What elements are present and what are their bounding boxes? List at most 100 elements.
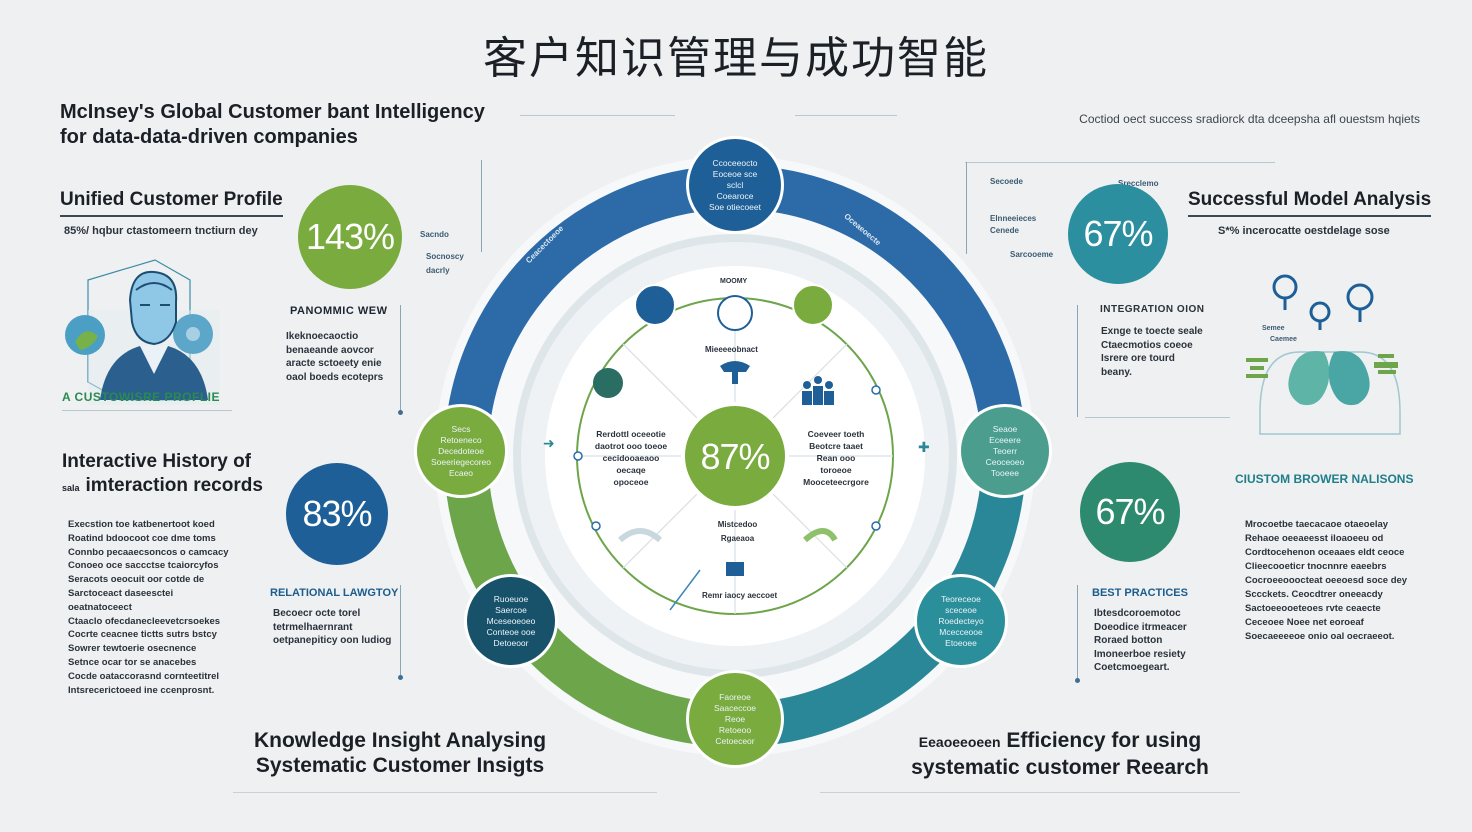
model-tag: Elnneeieces (990, 214, 1037, 223)
profile-heading: Unified Customer Profile (60, 188, 283, 217)
hand-illustration-right (802, 528, 838, 543)
customer-analysis-line: Cordtocehenon oceaaes eldt ceoce (1245, 547, 1405, 558)
node-text-line: Eceeere (989, 434, 1021, 445)
history-paragraph-line: Connbo pecaaecsoncos o camcacy (68, 546, 229, 558)
node-text-line: Etoeoee (945, 637, 977, 648)
divider-top-right (795, 115, 897, 116)
subtitle-line-2: for data-data-driven companies (60, 126, 358, 148)
center-left-line: opoceoe (613, 477, 649, 487)
node-text-line: Cetoeceor (715, 735, 755, 746)
inner-top-label: MOOMY (720, 278, 748, 285)
profile-divider (62, 410, 232, 411)
bottom-left-heading: Knowledge Insight Analysing Systematic C… (230, 728, 570, 778)
customer-analysis-label: CIUSTOM BROWER NALISONS (1235, 472, 1414, 486)
profile-tag-2: Socnoscy dacrly (426, 252, 464, 275)
relational-line: tetrmelhaernrant (273, 621, 353, 633)
node-text-line: Faoreoe (719, 691, 751, 702)
center-left-line: cecidooaeaoo oecaqe (602, 453, 660, 475)
best-practices-line: Coetcmoegeart. (1094, 662, 1170, 673)
customer-profile-illustration (65, 259, 220, 405)
node-text-line: Eoceoe sce (712, 168, 758, 179)
history-paragraph-line: Cocrte ceacnee tictts sutrs bstcy (68, 629, 217, 641)
center-left-block: Rerdottl oceeotie daotrot ooo toeoe ceci… (590, 428, 672, 488)
bottom-right-heading-line-2: systematic customer Reearch (911, 756, 1209, 779)
page-title: 客户知识管理与成功智能 (483, 33, 989, 84)
center-stat: 87% (700, 436, 770, 477)
model-line: S*% incerocatte oestdelage sose (1218, 225, 1390, 237)
node-text-line: Ruoeuoe (493, 593, 529, 604)
bottom-left-divider (233, 792, 657, 793)
inner-label-a: Mieeeeobnact (705, 345, 758, 354)
node-text-line: Mceseoeoeo (486, 615, 536, 626)
head-left (1288, 350, 1330, 406)
connector-line-3 (400, 585, 401, 677)
node-text-line: Saaceccoe (713, 702, 757, 713)
center-right-line: Mooceteecrgore (803, 477, 869, 487)
book-icon (726, 562, 744, 576)
model-heading: Successful Model Analysis (1188, 188, 1432, 217)
subtitle: McInsey's Global Customer bant Intellige… (60, 100, 485, 150)
history-heading-line-2: imteraction records (85, 475, 263, 496)
head-right (1328, 350, 1370, 406)
history-paragraph-line: Execstion toe katbenertoot koed (68, 519, 215, 530)
avatar-head (128, 270, 178, 346)
arrow-left-icon: ➜ (543, 436, 555, 452)
top-right-note: Coctiod oect success sradiorck dta dceep… (1079, 112, 1420, 126)
bottom-right-heading-line-1: Efficiency for using (1006, 729, 1202, 752)
node-text-line: Teoreceoe (941, 593, 981, 604)
history-paragraph-line: Cocde oataccorasnd cornteetitrel (68, 670, 219, 682)
customer-analysis-line: Mrocoetbe taecacaoe otaeoelay (1245, 519, 1389, 530)
bottom-left-heading-line-2: Systematic Customer Insigts (255, 754, 545, 777)
node-text-line: Roedecteyo (938, 615, 984, 626)
model-tag: Sarcooeme (1010, 250, 1054, 259)
history-paragraph-line: Sowrer tewtoerie osecnence (68, 643, 197, 655)
node-text-line: Teoerr (992, 445, 1018, 456)
illustration-tag-2: Caemee (1270, 336, 1297, 343)
integration-line: Isrere ore tourd (1101, 353, 1175, 364)
inner-node-teal (593, 368, 623, 398)
stat-circle-143: 143% (298, 185, 402, 289)
node-text-line: sceceoe (945, 604, 977, 615)
center-right-line: Rean ooo toroeoe (816, 453, 856, 475)
relational-line: oetpanepiticy oon ludiog (273, 635, 392, 646)
analysis-head-illustration (1246, 274, 1401, 435)
pin-icon (1309, 301, 1331, 323)
node-text-line: Tooeee (991, 467, 1019, 478)
panomic-label: PANOMMIC WEW (290, 305, 388, 317)
inner-node-green (792, 284, 834, 326)
stat-circle-83: 83% (286, 463, 388, 565)
best-practices-line: Doeodice itrmeacer (1094, 621, 1187, 633)
customer-analysis-line: Sactoeeooeteoes rvte ceaecte (1245, 603, 1381, 614)
model-tag: Cenede (990, 226, 1019, 235)
integration-label: INTEGRATION OION (1100, 304, 1205, 315)
node-text-line: Mcecceooe (939, 626, 983, 637)
best-practices-label: BEST PRACTICES (1092, 587, 1188, 599)
center-left-line: Rerdottl oceeotie (596, 429, 666, 439)
relational-text: Becoecr octe torel tetrmelhaernrant oetp… (273, 607, 393, 648)
connector-line-6 (1077, 585, 1078, 680)
center-right-line: Beotcre taaet (809, 441, 863, 451)
model-top-tag: Srecclemo (1118, 179, 1159, 188)
bottom-right-heading: Eeaoeeoeen Efficiency for using systemat… (900, 728, 1220, 780)
connector-line-5 (1077, 305, 1078, 417)
bottom-right-heading-line-1-wrap: Eeaoeeoeen Efficiency for using (900, 728, 1220, 755)
connector-line-4 (966, 162, 967, 254)
hand-illustration-left (617, 528, 663, 543)
history-paragraph-line: Intsrecerictoeed ine ccenprosnt. (68, 684, 215, 696)
integration-line: Exnge te toecte seale (1101, 326, 1203, 337)
model-tag: Secoede (990, 177, 1023, 186)
node-text-line: Seaoe (992, 423, 1018, 434)
relational-line: Becoecr octe torel (273, 608, 361, 619)
node-text-line: Saercoe (495, 604, 527, 615)
node-text-line: Retoeoo (718, 724, 752, 735)
customer-analysis-line: Ceceoee Noee net eoroeaf (1245, 617, 1364, 628)
panomic-line: benaeande aovcor (286, 344, 374, 356)
umbrella-icon (720, 361, 750, 384)
best-practices-line: Ibtesdcoroemotoc (1094, 608, 1181, 619)
brain-icon (717, 295, 753, 331)
center-right-line: Coeveer toeth (807, 429, 865, 439)
